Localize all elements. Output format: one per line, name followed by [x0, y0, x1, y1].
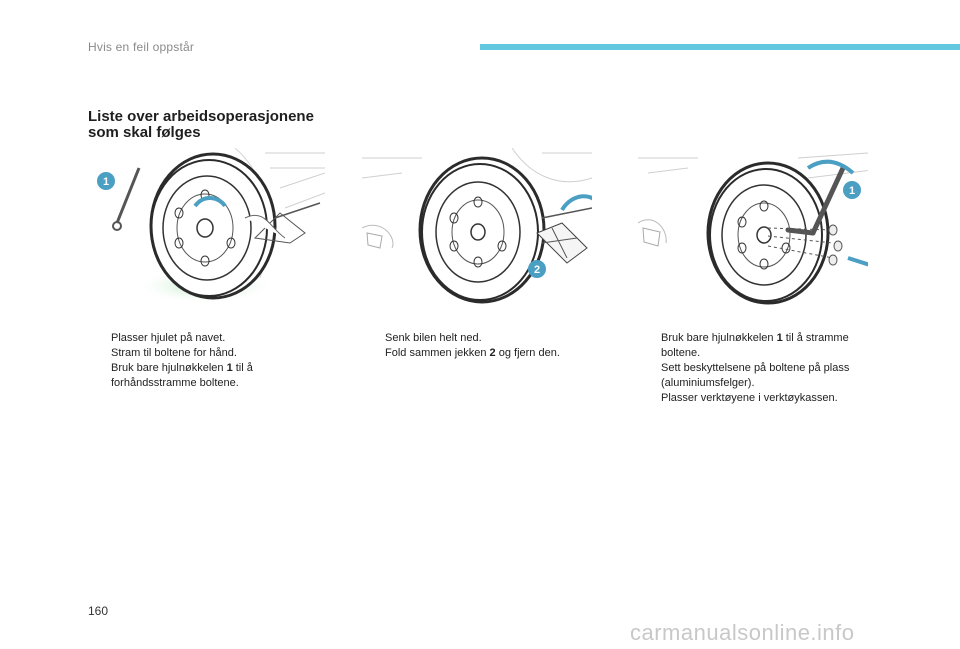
badge-label: 2: [534, 264, 540, 276]
step-item: Stram til boltene for hånd.: [111, 347, 237, 359]
illustration-lower-car: 2: [361, 147, 599, 308]
steps-column-1: Plasser hjulet på navet. Stram til bolte…: [88, 331, 318, 391]
step-item: Sett beskyttelsene på boltene på plass(a…: [661, 362, 850, 389]
illustration-fit-wheel: 1: [95, 147, 326, 308]
footer-watermark: carmanualsonline.info: [630, 620, 855, 645]
wheel-fit-drawing: 1: [97, 147, 326, 304]
jack-fold-drawing: 2: [361, 147, 599, 304]
badge-label: 1: [849, 185, 855, 197]
step-item: Plasser verktøyene i verktøykassen.: [661, 392, 838, 404]
header-accent-bar: [480, 44, 960, 50]
section-title-line2: som skal følges: [88, 124, 201, 141]
illustration-tighten-bolts: 1: [637, 148, 889, 308]
bolt-tighten-drawing: 1: [637, 152, 889, 305]
page-number: 160: [88, 604, 109, 618]
badge-label: 1: [103, 176, 109, 188]
section-title-line1: Liste over arbeidsoperasjonene: [88, 108, 314, 125]
steps-column-2: Senk bilen helt ned. Fold sammen jekken …: [362, 331, 602, 361]
step-item: Plasser hjulet på navet.: [111, 332, 226, 344]
step-item: Senk bilen helt ned.: [385, 332, 482, 344]
header-title: Hvis en feil oppstår: [88, 40, 195, 54]
section-title: Liste over arbeidsoperasjonene som skal …: [88, 109, 348, 141]
step-item: Fold sammen jekken 2 og fjern den.: [385, 347, 560, 359]
